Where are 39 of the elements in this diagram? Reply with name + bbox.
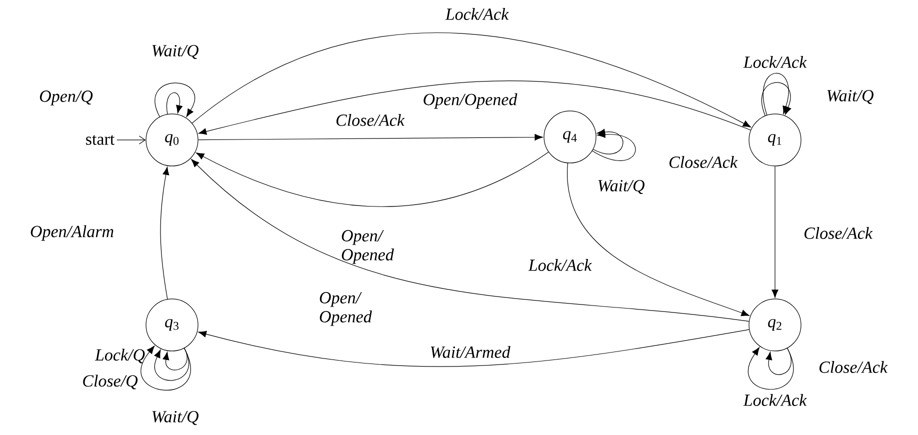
edge-label: Open/Opened xyxy=(424,93,518,109)
edge-label: Wait/Q xyxy=(152,45,198,59)
edge-label: Lock/Ack xyxy=(528,259,592,271)
arrow xyxy=(116,136,146,144)
edge-label: Close/Ack xyxy=(336,114,405,126)
edge-label: Lock/Ack xyxy=(743,56,807,68)
edge-label: Open/ Opened xyxy=(342,230,394,264)
arrow xyxy=(772,166,778,298)
edge-label: Wait/Q xyxy=(598,180,644,194)
loop-arrow xyxy=(162,348,188,370)
arrow xyxy=(196,152,549,207)
edge-label: Open/ Opened xyxy=(320,292,372,326)
edge-label: Close/Ack xyxy=(670,156,738,168)
edge-label: Open/Alarm xyxy=(30,225,114,241)
edge-label: Close/Ack xyxy=(820,361,888,373)
loop-arrow xyxy=(748,347,794,390)
arrow xyxy=(191,159,750,322)
loop-arrow xyxy=(166,92,182,114)
loop-arrow xyxy=(154,348,190,381)
edge-label: Lock/Q xyxy=(94,348,145,364)
edge-label: Wait/Q xyxy=(827,90,874,104)
edge-label: Wait/Q xyxy=(152,410,198,425)
arrow xyxy=(198,80,751,135)
edge-label: Lock/Ack xyxy=(445,8,509,20)
edge-label: Lock/Ack xyxy=(743,394,807,406)
state-label: start xyxy=(86,135,115,145)
loop-arrow xyxy=(154,82,195,118)
arrow xyxy=(567,162,750,316)
edge-label: Open/Q xyxy=(40,90,93,106)
loop-arrow xyxy=(140,346,191,390)
arrow xyxy=(198,329,750,367)
arrow xyxy=(192,33,752,128)
arrow xyxy=(160,166,170,300)
loop-arrow xyxy=(592,131,636,161)
edge-label: Wait/Armed xyxy=(430,346,510,358)
loop-arrow xyxy=(762,82,792,116)
edge-label: Close/Q xyxy=(83,374,138,390)
edge-label: Close/Ack xyxy=(804,227,873,239)
arrow xyxy=(198,134,543,141)
